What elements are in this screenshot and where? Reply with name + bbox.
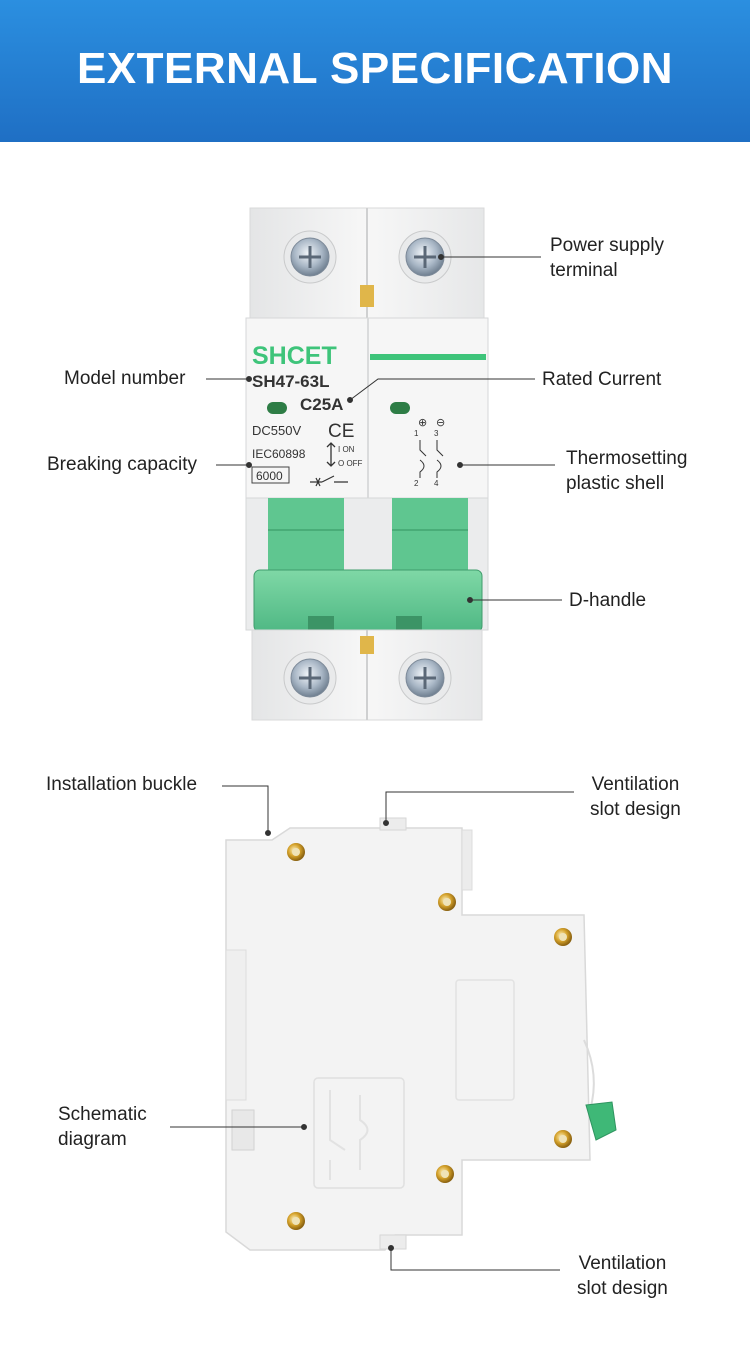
rivet-icon xyxy=(554,928,572,946)
screw-icon xyxy=(398,651,452,705)
terminal-4-label: 4 xyxy=(434,479,439,488)
minus-pole-icon: ⊖ xyxy=(436,416,445,429)
top-contact-gap xyxy=(360,285,374,307)
ce-mark: CE xyxy=(328,421,354,442)
breaker-symbol-icon xyxy=(310,475,348,487)
schematic-diagram-label: Schematic diagram xyxy=(58,1104,147,1150)
rivet-icon xyxy=(287,1212,305,1230)
rivet-icon xyxy=(287,843,305,861)
installation-clip xyxy=(231,1109,255,1151)
model-number-label: Model number xyxy=(64,368,186,389)
screw-icon xyxy=(283,230,337,284)
breaking-capacity-label: Breaking capacity xyxy=(47,454,197,475)
rating-text: C25A xyxy=(300,395,343,414)
ventilation-top-label: Ventilation slot design xyxy=(590,774,681,820)
breaker-side-view xyxy=(225,817,617,1251)
header-banner: EXTERNAL SPECIFICATION xyxy=(0,0,750,142)
capacity-text: 6000 xyxy=(256,469,283,483)
rivet-icon xyxy=(436,1165,454,1183)
side-housing xyxy=(225,827,591,1251)
d-handle-label: D-handle xyxy=(569,590,647,611)
status-window-left xyxy=(267,402,287,414)
power-supply-terminal-label: Power supply terminal xyxy=(550,235,665,281)
side-handle-tab xyxy=(585,1101,617,1141)
rated-current-label: Rated Current xyxy=(542,369,662,390)
plus-pole-icon: ⊕ xyxy=(418,416,427,429)
status-window-right xyxy=(390,402,410,414)
ventilation-bottom-label: Ventilation slot design xyxy=(577,1253,668,1299)
model-text: SH47-63L xyxy=(252,372,329,391)
brand-stripe xyxy=(370,354,486,360)
terminal-1-label: 1 xyxy=(414,429,419,438)
installation-buckle-label: Installation buckle xyxy=(46,774,198,795)
terminal-2-label: 2 xyxy=(414,479,419,488)
screw-icon xyxy=(283,651,337,705)
side-callout-lines xyxy=(170,785,574,1271)
d-handle[interactable] xyxy=(253,569,483,633)
rivet-icon xyxy=(554,1130,572,1148)
capacity-box xyxy=(251,466,290,484)
standard-text: IEC60898 xyxy=(252,447,306,461)
terminal-3-label: 3 xyxy=(434,429,439,438)
off-label: O OFF xyxy=(338,459,363,468)
thermosetting-shell-label: Thermosetting plastic shell xyxy=(566,448,688,494)
on-off-arrow-icon xyxy=(326,442,336,467)
page-title: EXTERNAL SPECIFICATION xyxy=(76,44,674,93)
circuit-schematic-icon xyxy=(419,440,444,478)
breaker-front-view: SHCET SH47-63L C25A DC550V CE IEC60898 6… xyxy=(245,207,489,721)
rivet-icon xyxy=(438,893,456,911)
handle-lever-left xyxy=(268,498,344,578)
handle-lever-right xyxy=(392,498,468,578)
embossed-schematic xyxy=(313,1077,405,1189)
brand-logo: SHCET xyxy=(252,342,337,370)
front-callout-lines xyxy=(206,254,562,603)
screw-icon xyxy=(398,230,452,284)
on-label: I ON xyxy=(338,445,355,454)
voltage-text: DC550V xyxy=(252,423,301,438)
